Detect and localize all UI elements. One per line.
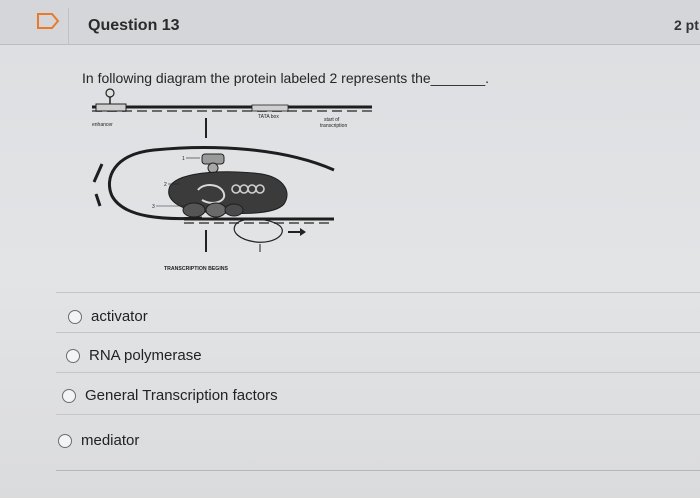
- label-1: 1: [182, 156, 185, 162]
- activator-protein: [105, 88, 115, 98]
- radio-button-icon[interactable]: [66, 348, 80, 363]
- points-label: 2 pt: [674, 17, 699, 33]
- enhancer-box: [95, 103, 127, 112]
- option-divider: [56, 414, 700, 415]
- option-activator[interactable]: activator: [68, 308, 148, 325]
- option-label: activator: [91, 308, 148, 325]
- option-rna-polymerase[interactable]: RNA polymerase: [66, 347, 202, 364]
- transcription-diagram: enhancer TATA box start of transcription: [92, 88, 372, 272]
- question-title: Question 13: [88, 17, 180, 34]
- option-mediator[interactable]: mediator: [58, 432, 139, 449]
- option-divider: [56, 292, 700, 293]
- radio-button-icon[interactable]: [68, 309, 82, 324]
- tata-box: [251, 104, 289, 112]
- question-bottom-border: [56, 470, 700, 471]
- option-divider: [56, 372, 700, 373]
- transcription-begins-label: TRANSCRIPTION BEGINS: [164, 266, 229, 272]
- protein-coils: [231, 184, 265, 194]
- tata-box-label: TATA box: [258, 114, 279, 120]
- option-label: General Transcription factors: [85, 387, 278, 404]
- question-prompt: In following diagram the protein labeled…: [82, 70, 490, 86]
- label-3: 3: [152, 204, 155, 210]
- option-general-transcription-factors[interactable]: General Transcription factors: [62, 387, 278, 404]
- header-divider: [68, 8, 69, 44]
- radio-button-icon[interactable]: [58, 433, 72, 448]
- flag-icon[interactable]: [36, 12, 60, 30]
- option-divider: [56, 332, 700, 333]
- start-label-1: start of: [324, 117, 340, 123]
- dna-loop: [107, 145, 335, 221]
- option-label: mediator: [81, 432, 140, 449]
- radio-button-icon[interactable]: [62, 388, 76, 403]
- start-label-2: transcription: [320, 123, 347, 129]
- enhancer-label: enhancer: [92, 122, 113, 128]
- question-header: Question 13 2 pt: [0, 0, 700, 45]
- option-label: RNA polymerase: [89, 347, 202, 364]
- rna-polymerase-outline: [233, 218, 283, 243]
- label-2: 2: [164, 182, 167, 188]
